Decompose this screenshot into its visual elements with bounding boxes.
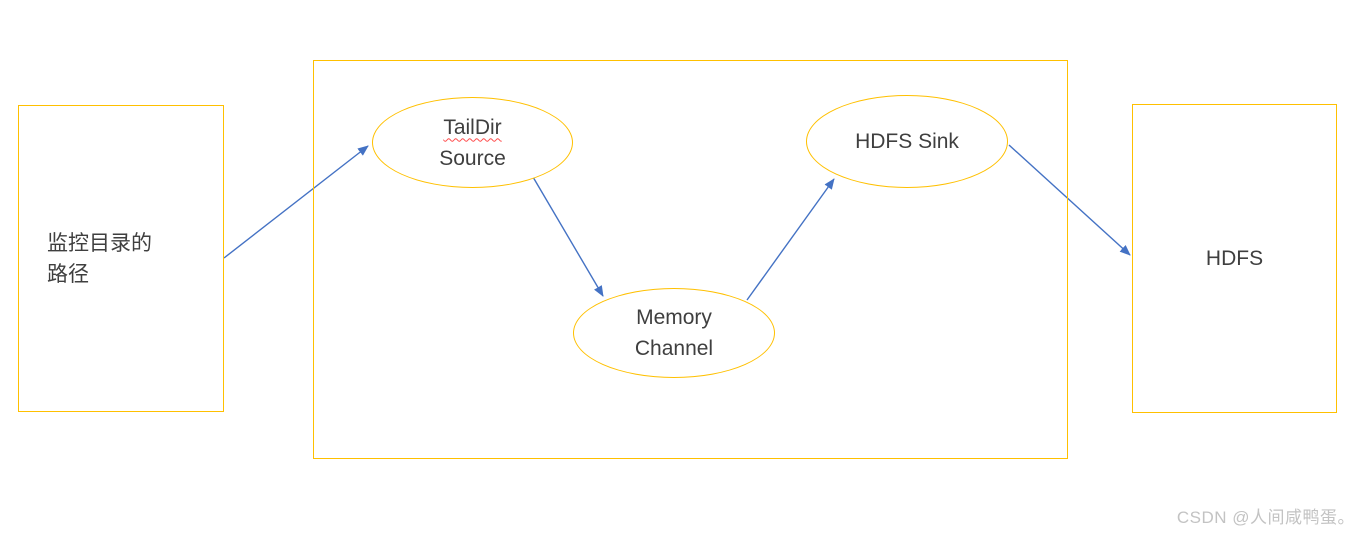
monitored-path-label: 监控目录的 路径 <box>47 228 152 290</box>
taildir-source-label-line1: TailDir <box>443 115 502 139</box>
hdfs-destination-box: HDFS <box>1132 104 1337 413</box>
memory-channel-label-line1: Memory <box>636 306 712 329</box>
memory-channel-label-line2: Channel <box>634 337 714 360</box>
memory-channel-node: Memory Channel <box>573 288 775 378</box>
hdfs-sink-node: HDFS Sink <box>806 95 1008 188</box>
taildir-source-node: TailDir Source <box>372 97 573 188</box>
watermark: CSDN @人间咸鸭蛋。 <box>1176 508 1355 527</box>
taildir-source-label-line2: Source <box>439 146 506 170</box>
monitored-path-box: 监控目录的 路径 <box>18 105 224 412</box>
hdfs-sink-label: HDFS Sink <box>855 130 959 153</box>
hdfs-destination-label: HDFS <box>1205 247 1264 270</box>
agent-container-box <box>313 60 1068 459</box>
monitored-path-label-line2: 路径 <box>47 262 89 286</box>
monitored-path-label-line1: 监控目录的 <box>47 231 152 255</box>
